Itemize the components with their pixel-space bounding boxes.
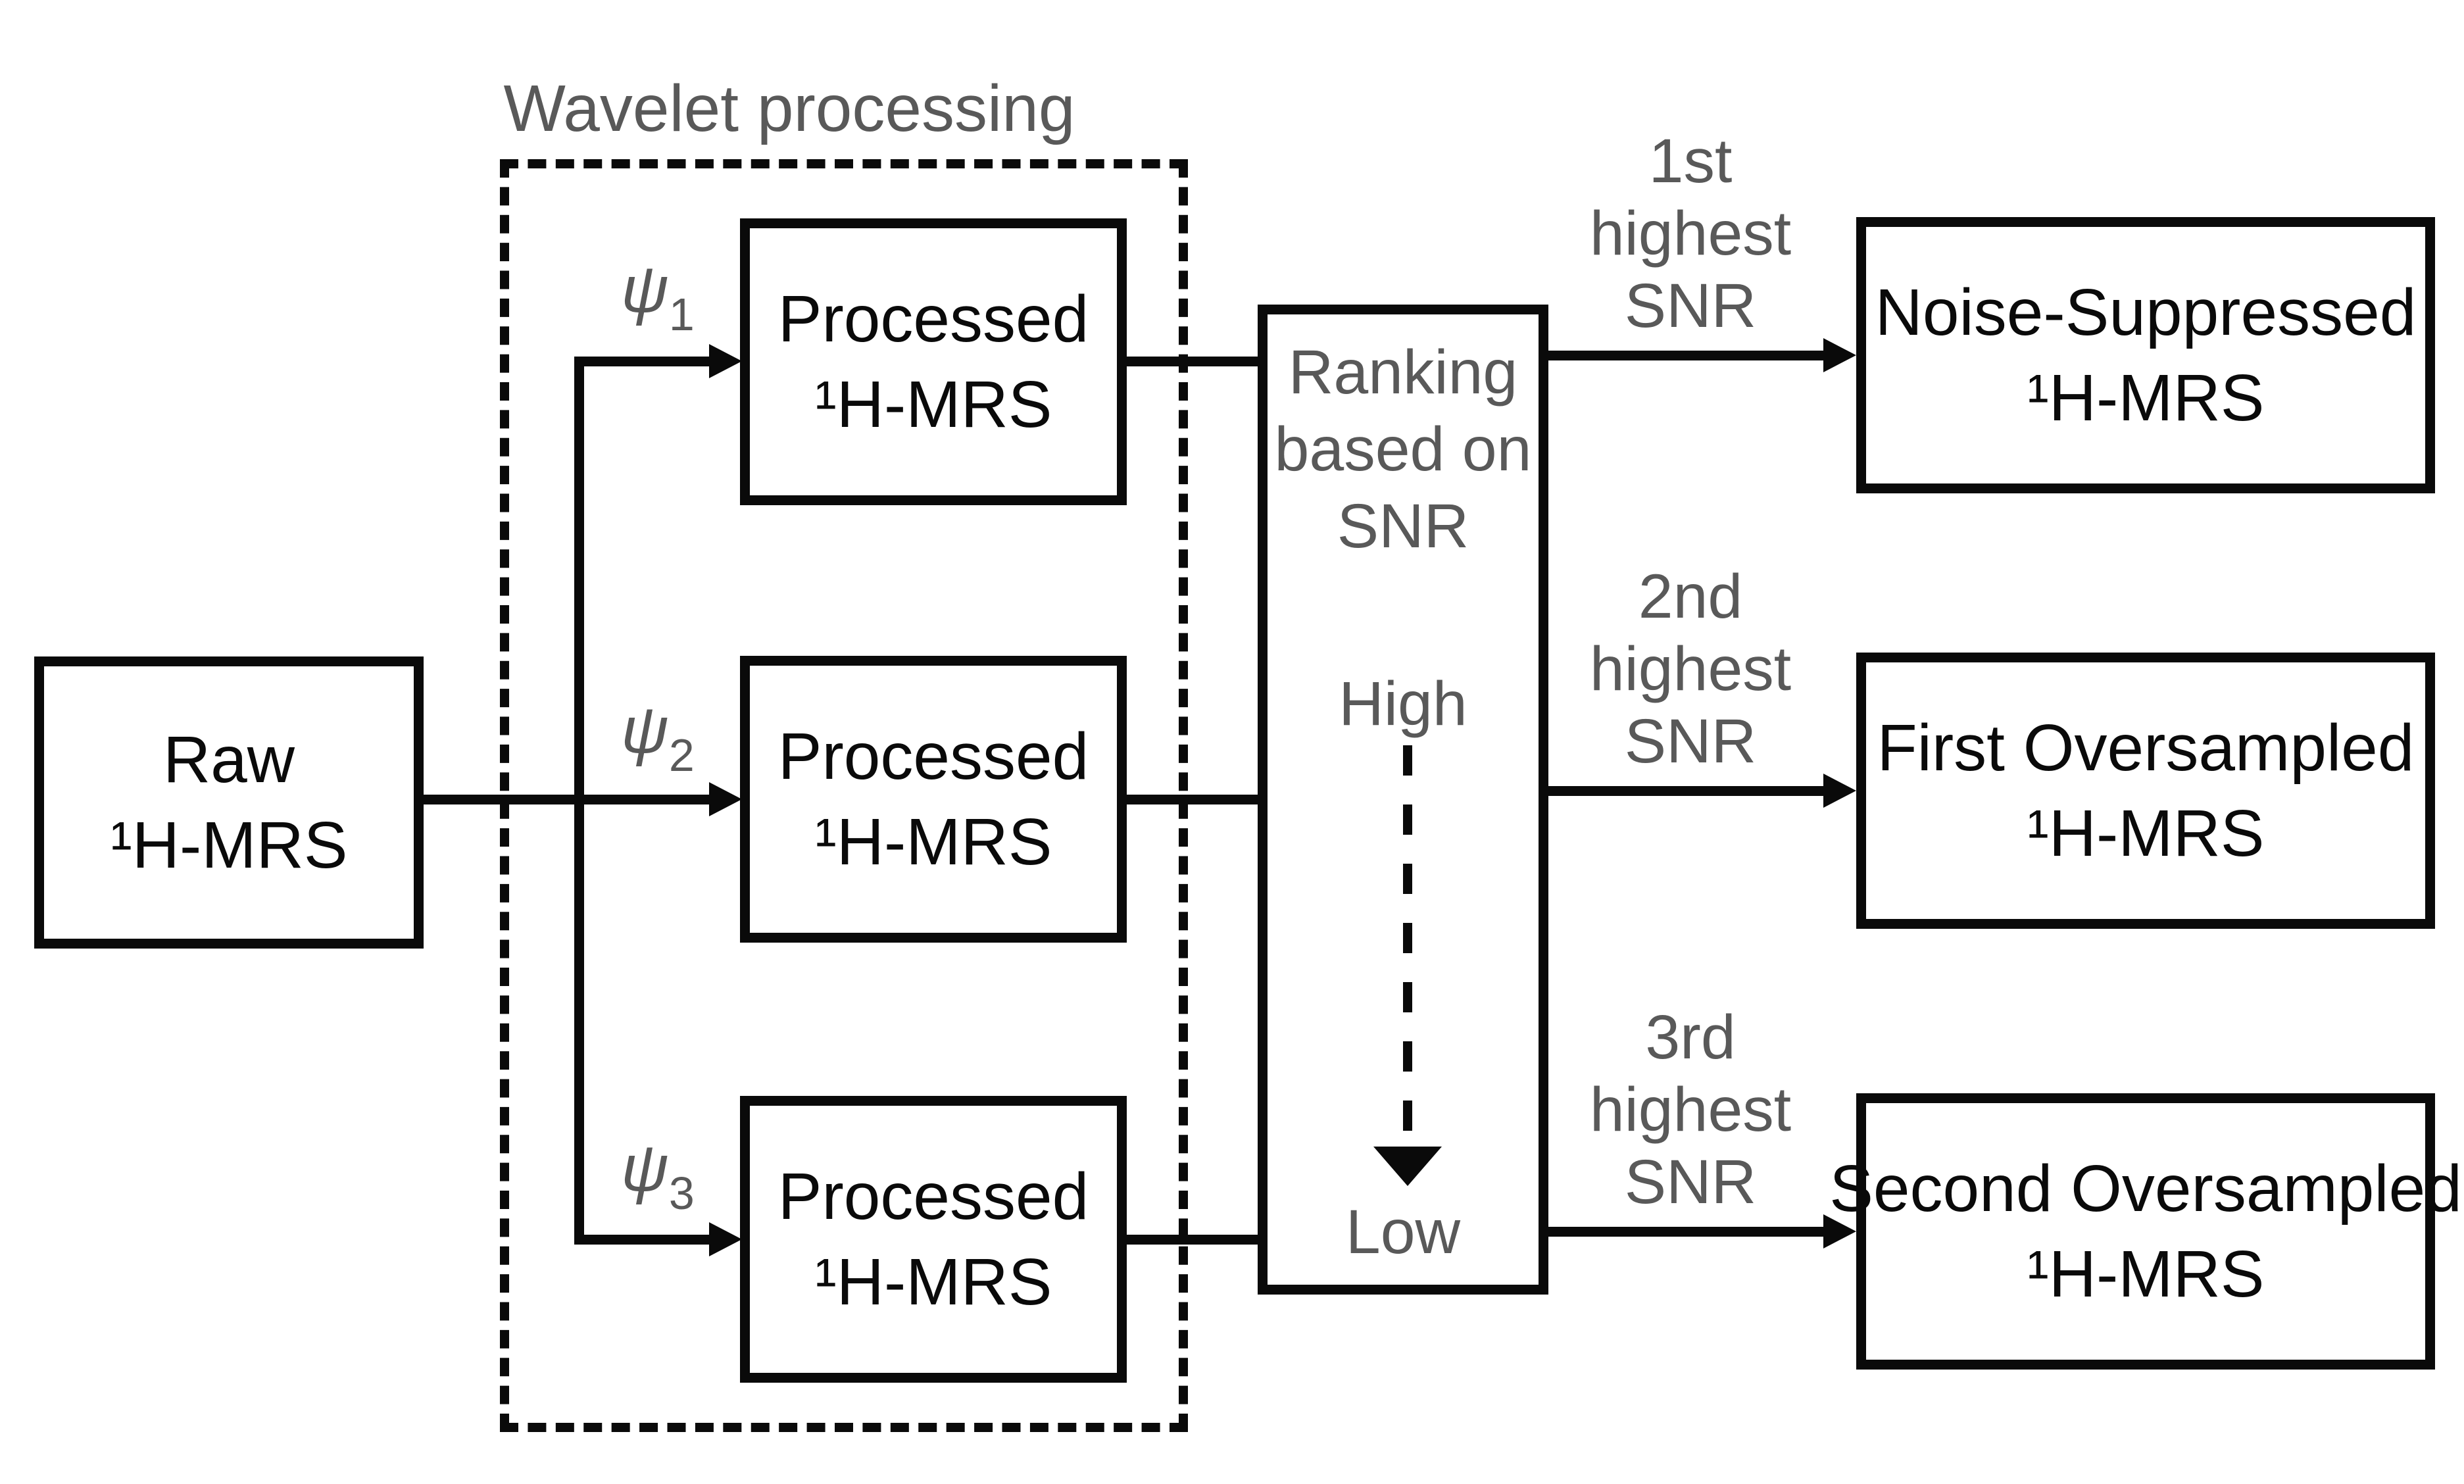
processed-hmrs-box-1: Processed ¹H-MRS	[740, 218, 1127, 505]
branch-vertical-line	[574, 357, 584, 1245]
psi1-label: ψ1	[592, 243, 724, 337]
processed1-label-line1: Processed	[777, 282, 1089, 356]
arrowhead-into-processed2-icon	[709, 782, 742, 816]
ranking-high-label: High	[1339, 669, 1467, 739]
noise-suppressed-hmrs-box: Noise-Suppressed ¹H-MRS	[1856, 217, 2435, 493]
processed2-label-line1: Processed	[777, 720, 1089, 793]
rank-label1-line3: SNR	[1624, 271, 1757, 341]
rank-label-3rd-highest-snr: 3rd highest SNR	[1552, 1001, 1829, 1218]
processed3-label-line1: Processed	[777, 1160, 1089, 1233]
connector-ranking-to-output3	[1547, 1227, 1827, 1237]
rank-label-2nd-highest-snr: 2nd highest SNR	[1552, 560, 1829, 778]
ranking-title-line3: SNR	[1337, 491, 1469, 561]
processed2-label-line2: ¹H-MRS	[814, 805, 1052, 879]
wavelet-group-label: Wavelet processing	[503, 72, 1075, 145]
connector-ranking-to-output2	[1547, 786, 1827, 796]
psi2-label: ψ2	[592, 684, 724, 778]
connector-processed3-to-ranking	[1126, 1235, 1261, 1245]
psi2-subscript: 2	[668, 730, 695, 781]
output1-label-line1: Noise-Suppressed	[1875, 276, 2417, 349]
arrowhead-into-output2-icon	[1823, 774, 1856, 808]
psi3-symbol: ψ	[621, 1131, 669, 1205]
rank-label3-line1: 3rd	[1645, 1002, 1736, 1072]
output1-label-line2: ¹H-MRS	[2027, 361, 2265, 435]
psi1-subscript: 1	[668, 289, 695, 340]
ranking-box: Ranking based on SNR High Low	[1258, 305, 1548, 1295]
rank-label3-line3: SNR	[1624, 1147, 1757, 1217]
raw-hmrs-label-line1: Raw	[162, 723, 295, 797]
connector-processed1-to-ranking	[1126, 357, 1261, 366]
rank-label2-line2: highest	[1589, 634, 1792, 704]
connector-raw-to-processed2	[422, 795, 712, 804]
arrowhead-down-low-icon	[1373, 1147, 1442, 1186]
ranking-title-line1: Ranking	[1288, 337, 1518, 407]
ranking-title: Ranking based on SNR	[1268, 334, 1539, 565]
processed-hmrs-box-3: Processed ¹H-MRS	[740, 1096, 1127, 1383]
arrowhead-into-processed3-icon	[709, 1222, 742, 1256]
output3-label-line1: Second Oversampled	[1829, 1152, 2462, 1225]
output2-label-line2: ¹H-MRS	[2027, 797, 2265, 870]
arrowhead-into-processed1-icon	[709, 344, 742, 378]
raw-hmrs-box: Raw ¹H-MRS	[34, 656, 424, 949]
rank-label3-line2: highest	[1589, 1075, 1792, 1145]
connector-branch-to-processed1	[574, 357, 712, 366]
first-oversampled-hmrs-box: First Oversampled ¹H-MRS	[1856, 653, 2435, 929]
processed-hmrs-box-2: Processed ¹H-MRS	[740, 656, 1127, 943]
ranking-title-line2: based on	[1274, 414, 1532, 484]
psi1-symbol: ψ	[621, 253, 669, 326]
rank-label2-line1: 2nd	[1638, 562, 1743, 631]
connector-branch-to-processed3	[574, 1235, 712, 1245]
arrowhead-into-output1-icon	[1823, 338, 1856, 372]
psi3-subscript: 3	[668, 1168, 695, 1219]
arrowhead-into-output3-icon	[1823, 1214, 1856, 1249]
psi3-label: ψ3	[592, 1122, 724, 1216]
high-to-low-dashed-arrow	[1403, 745, 1412, 1147]
rank-label1-line1: 1st	[1648, 126, 1733, 196]
psi2-symbol: ψ	[621, 693, 669, 767]
rank-label2-line3: SNR	[1624, 706, 1757, 776]
connector-ranking-to-output1	[1547, 351, 1827, 360]
raw-hmrs-label-line2: ¹H-MRS	[110, 808, 348, 882]
processed1-label-line2: ¹H-MRS	[814, 368, 1052, 441]
second-oversampled-hmrs-box: Second Oversampled ¹H-MRS	[1829, 1093, 2462, 1370]
output2-label-line1: First Oversampled	[1877, 711, 2415, 785]
output3-label-line2: ¹H-MRS	[2027, 1237, 2265, 1311]
processed3-label-line2: ¹H-MRS	[814, 1245, 1052, 1319]
connector-processed2-to-ranking	[1126, 795, 1261, 804]
rank-label1-line2: highest	[1589, 199, 1792, 268]
rank-label-1st-highest-snr: 1st highest SNR	[1552, 125, 1829, 342]
ranking-low-label: Low	[1345, 1197, 1461, 1267]
